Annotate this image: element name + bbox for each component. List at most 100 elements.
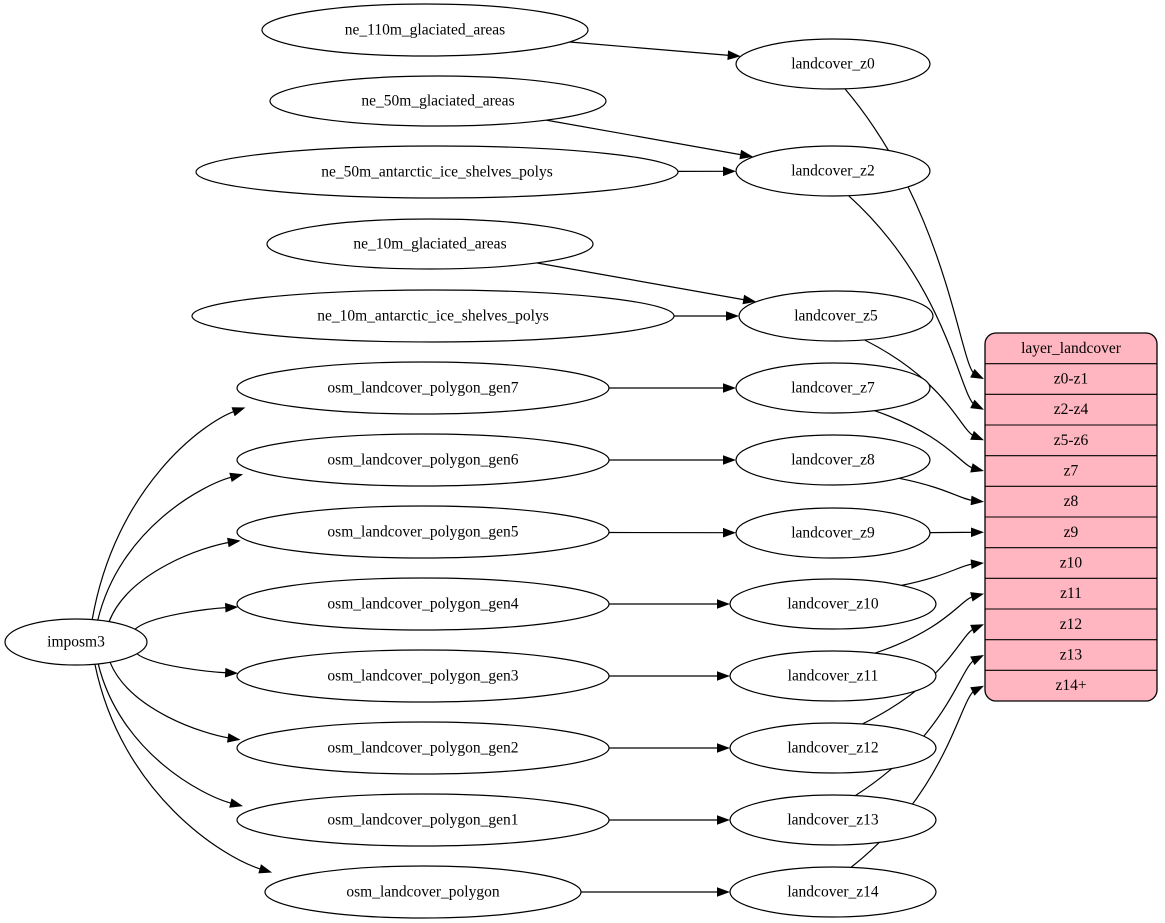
edge-landcover_z12-to-layer_landcover-z12 (862, 624, 984, 725)
edge-line (545, 119, 744, 156)
node-ellipse (236, 505, 610, 559)
arrowhead-icon (970, 592, 984, 602)
record-node-layer_landcover: layer_landcoverz0-z1z2-z4z5-z6z7z8z9z10z… (984, 332, 1158, 702)
edge-imposm3-to-osm_landcover_polygon_gen5 (108, 537, 241, 622)
record-row-z0-z1: z0-z1 (1054, 371, 1088, 388)
edge-landcover_z0-to-layer_landcover-z0-z1 (844, 88, 984, 379)
node-label: ne_10m_antarctic_ice_shelves_polys (317, 308, 549, 325)
node-landcover_z0: landcover_z0 (735, 38, 931, 90)
node-label: landcover_z12 (787, 740, 878, 757)
edge-ne_10m_glaciated_areas-to-landcover_z5 (536, 262, 757, 305)
edge-line (134, 606, 229, 630)
node-imposm3: imposm3 (4, 618, 148, 666)
node-ellipse (735, 434, 931, 486)
edge-osm_landcover_polygon_gen2-to-landcover_z12 (608, 743, 730, 753)
edge-line (536, 262, 747, 301)
arrowhead-icon (742, 294, 757, 305)
node-label: osm_landcover_polygon_gen1 (327, 812, 518, 829)
node-label: imposm3 (47, 634, 105, 651)
node-osm_landcover_polygon_gen2: osm_landcover_polygon_gen2 (236, 721, 610, 775)
arrowhead-icon (258, 864, 273, 874)
arrowhead-icon (723, 527, 736, 538)
node-label: landcover_z11 (788, 668, 879, 685)
node-label: ne_50m_glaciated_areas (361, 93, 514, 110)
arrowhead-icon (229, 798, 243, 808)
arrowhead-icon (225, 602, 239, 613)
node-landcover_z7: landcover_z7 (735, 362, 931, 414)
node-ne_110m_glaciated_areas: ne_110m_glaciated_areas (261, 3, 589, 57)
node-ellipse (264, 865, 582, 919)
node-ellipse (195, 145, 679, 199)
node-landcover_z10: landcover_z10 (729, 578, 937, 630)
node-ellipse (735, 145, 931, 197)
node-ne_50m_glaciated_areas: ne_50m_glaciated_areas (269, 75, 607, 127)
arrowhead-icon (231, 407, 246, 417)
arrowhead-icon (970, 399, 984, 410)
edge-osm_landcover_polygon_gen4-to-landcover_z10 (609, 599, 730, 609)
node-ellipse (191, 289, 675, 343)
arrowhead-icon (970, 430, 984, 441)
edge-line (874, 595, 975, 654)
record-row-z5-z6: z5-z6 (1054, 432, 1089, 449)
arrowhead-icon (970, 495, 984, 506)
node-label: landcover_z0 (791, 56, 875, 73)
node-ellipse (236, 649, 610, 703)
node-label: osm_landcover_polygon_gen3 (327, 668, 518, 685)
record-row-z14+: z14+ (1055, 677, 1086, 694)
edge-line (97, 476, 234, 621)
node-landcover_z5: landcover_z5 (738, 290, 934, 342)
node-label: osm_landcover_polygon_gen2 (327, 740, 518, 757)
edge-line (899, 477, 975, 502)
node-label: landcover_z13 (787, 812, 878, 829)
edge-landcover_z13-to-layer_landcover-z13 (854, 655, 984, 797)
node-ellipse (261, 3, 589, 57)
edge-landcover_z7-to-layer_landcover-z7 (874, 410, 984, 473)
node-label: landcover_z5 (794, 308, 878, 325)
node-ellipse (236, 433, 610, 487)
node-ellipse (729, 650, 937, 702)
edge-landcover_z9-to-layer_landcover-z9 (929, 527, 984, 538)
node-label: osm_landcover_polygon (346, 884, 500, 901)
edge-ne_50m_glaciated_areas-to-landcover_z2 (545, 119, 754, 160)
record-row-z8: z8 (1064, 493, 1079, 510)
node-osm_landcover_polygon_gen4: osm_landcover_polygon_gen4 (236, 577, 610, 631)
node-osm_landcover_polygon_gen5: osm_landcover_polygon_gen5 (236, 505, 610, 559)
node-landcover_z11: landcover_z11 (729, 650, 937, 702)
node-osm_landcover_polygon_gen6: osm_landcover_polygon_gen6 (236, 433, 610, 487)
node-label: landcover_z2 (791, 163, 875, 180)
node-label: landcover_z8 (791, 452, 875, 469)
record-row-z9: z9 (1064, 524, 1079, 541)
node-osm_landcover_polygon_gen7: osm_landcover_polygon_gen7 (236, 361, 610, 415)
node-landcover_z9: landcover_z9 (735, 507, 931, 559)
edge-line (848, 195, 976, 406)
edge-osm_landcover_polygon_gen7-to-landcover_z7 (608, 383, 736, 393)
arrowhead-icon (970, 624, 984, 634)
node-ellipse (236, 721, 610, 775)
edges (91, 41, 984, 897)
edge-imposm3-to-osm_landcover_polygon_gen6 (97, 472, 244, 621)
node-ellipse (269, 75, 607, 127)
arrowhead-icon (227, 537, 241, 548)
arrowhead-icon (970, 559, 984, 569)
record-row-z7: z7 (1064, 463, 1079, 480)
edge-osm_landcover_polygon_gen3-to-landcover_z11 (608, 671, 730, 681)
edge-line (569, 41, 731, 57)
node-ellipse (236, 577, 610, 631)
node-ellipse (729, 866, 937, 918)
node-ne_10m_antarctic_ice_shelves_polys: ne_10m_antarctic_ice_shelves_polys (191, 289, 675, 343)
node-label: ne_10m_glaciated_areas (353, 236, 506, 253)
node-label: osm_landcover_polygon_gen4 (327, 596, 518, 613)
node-ellipse (735, 362, 931, 414)
edge-imposm3-to-osm_landcover_polygon_gen1 (97, 663, 243, 808)
edge-line (874, 410, 975, 470)
node-landcover_z8: landcover_z8 (735, 434, 931, 486)
edge-osm_landcover_polygon_gen6-to-landcover_z8 (608, 455, 736, 465)
node-label: landcover_z14 (787, 884, 878, 901)
edge-imposm3-to-osm_landcover_polygon_gen7 (91, 407, 246, 620)
edge-line (844, 88, 976, 376)
edge-line (97, 663, 234, 805)
node-label: landcover_z9 (791, 525, 875, 542)
node-label: osm_landcover_polygon_gen5 (327, 524, 518, 541)
edge-landcover_z5-to-layer_landcover-z5-z6 (864, 339, 984, 441)
